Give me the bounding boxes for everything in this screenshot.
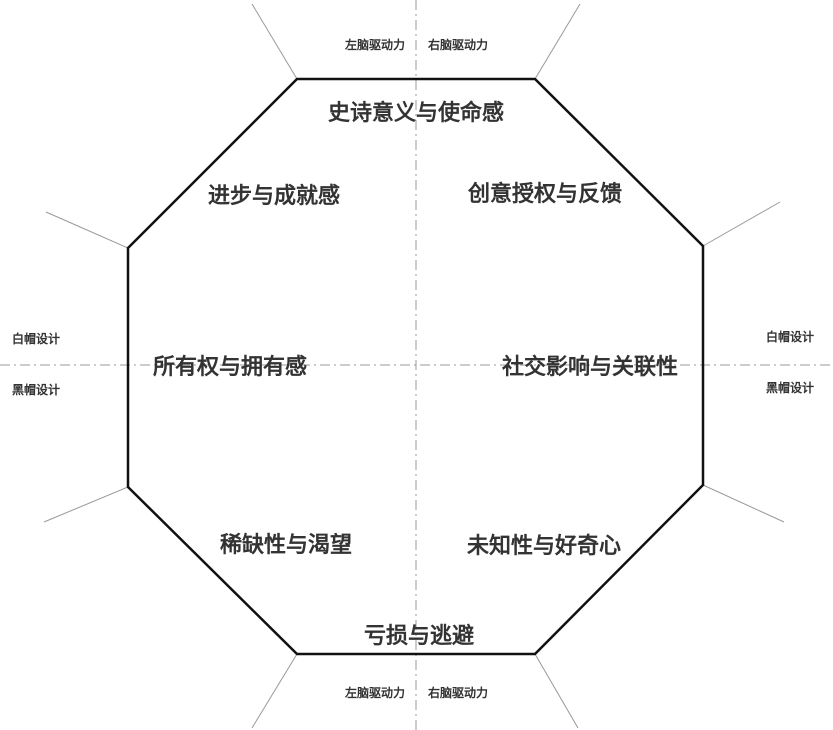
spoke-right-lower xyxy=(702,484,785,523)
drive-epic-meaning: 史诗意义与使命感 xyxy=(328,100,504,126)
spoke-top-right xyxy=(534,3,581,80)
spokes xyxy=(43,3,785,729)
drive-empowerment: 创意授权与反馈 xyxy=(467,181,622,207)
label-left-brain-bottom: 左脑驱动力 xyxy=(344,685,405,700)
spoke-top-left xyxy=(251,3,298,80)
label-right-brain-top: 右脑驱动力 xyxy=(427,37,488,52)
drive-social-influence: 社交影响与关联性 xyxy=(502,354,678,380)
label-right-brain-bottom: 右脑驱动力 xyxy=(427,685,488,700)
spoke-left-upper xyxy=(45,211,129,249)
label-black-hat-left: 黑帽设计 xyxy=(12,382,60,397)
spoke-bottom-left xyxy=(251,653,298,729)
label-white-hat-right: 白帽设计 xyxy=(766,329,814,344)
drive-accomplishment: 进步与成就感 xyxy=(208,183,340,209)
drive-ownership: 所有权与拥有感 xyxy=(153,354,307,380)
label-white-hat-left: 白帽设计 xyxy=(12,331,60,346)
drive-loss-avoidance: 亏损与逃避 xyxy=(364,623,474,649)
label-black-hat-right: 黑帽设计 xyxy=(766,380,814,395)
drive-unpredictability: 未知性与好奇心 xyxy=(467,533,621,559)
spoke-right-upper xyxy=(702,201,781,247)
spoke-bottom-right xyxy=(534,653,579,729)
octagon-outline xyxy=(126,77,705,656)
drive-scarcity: 稀缺性与渴望 xyxy=(220,532,352,558)
spoke-left-lower xyxy=(43,486,129,523)
label-left-brain-top: 左脑驱动力 xyxy=(344,37,405,52)
